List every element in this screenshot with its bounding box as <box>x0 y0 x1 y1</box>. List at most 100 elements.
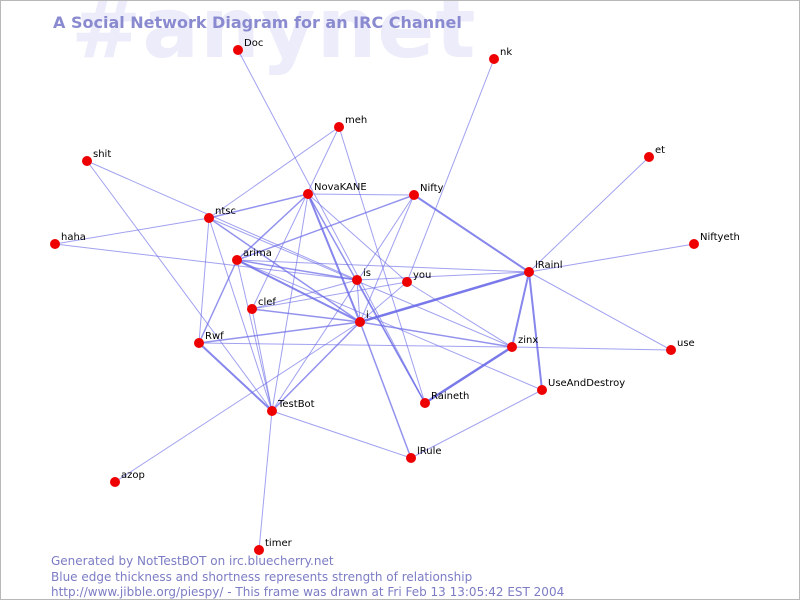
edge-arima-Rwf <box>198 259 238 344</box>
node-dot <box>489 54 499 64</box>
edge-clef-i <box>251 308 361 323</box>
edge-you-i <box>359 281 408 323</box>
edge-haha-ntsc <box>54 217 210 245</box>
node-label: TestBot <box>277 399 315 410</box>
node-dot <box>232 255 242 265</box>
node-dot <box>233 45 243 55</box>
node-dot <box>50 239 60 249</box>
node-label: azop <box>121 470 145 481</box>
node-zinx: zinx <box>507 335 538 352</box>
edge-you-zinx <box>406 281 513 348</box>
node-label: clef <box>258 297 276 308</box>
edge-nk-you <box>406 58 495 283</box>
edge-Nifty-lRainl <box>413 194 530 273</box>
node-shit: shit <box>82 149 111 166</box>
edge-you-clef <box>251 281 408 310</box>
node-label: zinx <box>518 335 538 346</box>
edge-ntsc-Rwf <box>198 217 210 344</box>
node-dot <box>254 545 264 555</box>
node-haha: haha <box>50 232 86 249</box>
edge-et-lRainl <box>528 156 650 273</box>
node-dot <box>204 213 214 223</box>
edge-ntsc-i <box>208 217 361 323</box>
edge-is-Raineth <box>356 279 426 404</box>
node-label: NovaKANE <box>314 182 367 193</box>
edge-lRainl-UseAndDestroy <box>528 271 543 391</box>
node-dot <box>355 317 365 327</box>
edge-meh-clef <box>251 126 340 310</box>
node-label: Rwf <box>205 331 224 342</box>
node-label: arima <box>243 248 272 259</box>
node-label: timer <box>265 538 293 549</box>
node-label: lRainl <box>535 260 563 271</box>
edge-is-i <box>356 279 361 323</box>
node-timer: timer <box>254 538 293 555</box>
edge-meh-Raineth <box>338 126 426 404</box>
channel-watermark: #anynet <box>71 0 477 77</box>
edge-i-zinx <box>359 321 513 348</box>
node-dot <box>507 342 517 352</box>
edge-zinx-Rwf <box>198 342 513 348</box>
node-label: meh <box>345 115 367 126</box>
edge-i-Rwf <box>198 321 361 344</box>
edge-use-zinx <box>511 346 672 351</box>
node-label: is <box>363 268 371 279</box>
node-you: you <box>402 270 431 287</box>
node-label: Nifty <box>420 183 444 194</box>
node-dot <box>409 190 419 200</box>
node-Doc: Doc <box>233 38 263 55</box>
footer-legend-note: Blue edge thickness and shortness repres… <box>51 570 473 584</box>
edge-Nifty-i <box>359 194 415 323</box>
node-dot <box>689 239 699 249</box>
node-clef: clef <box>247 297 276 314</box>
node-meh: meh <box>334 115 367 132</box>
edge-use-lRainl <box>528 271 672 351</box>
node-label: haha <box>61 232 86 243</box>
node-label: lRule <box>417 446 442 457</box>
node-Nifty: Nifty <box>409 183 444 200</box>
edge-shit-TestBot <box>86 160 273 412</box>
node-dot <box>247 304 257 314</box>
edge-NovaKANE-Nifty <box>307 193 415 196</box>
node-label: you <box>413 270 431 281</box>
node-label: Doc <box>244 38 263 49</box>
node-dot <box>537 385 547 395</box>
node-label: UseAndDestroy <box>548 378 625 389</box>
node-Niftyeth: Niftyeth <box>689 232 740 249</box>
edge-is-clef <box>251 279 358 310</box>
node-dot <box>352 275 362 285</box>
node-is: is <box>352 268 371 285</box>
edge-arima-is <box>236 259 358 281</box>
edge-NovaKANE-you <box>307 193 408 283</box>
node-NovaKANE: NovaKANE <box>303 182 367 199</box>
node-dot <box>644 152 654 162</box>
node-Raineth: Raineth <box>420 391 469 408</box>
edge-zinx-Raineth <box>424 345 513 405</box>
node-label: nk <box>500 47 512 58</box>
node-azop: azop <box>110 470 145 487</box>
node-ntsc: ntsc <box>204 206 236 223</box>
edge-ntsc-TestBot <box>208 217 273 412</box>
node-lRule: lRule <box>406 446 442 463</box>
edge-Rwf-TestBot <box>198 342 273 412</box>
node-dot <box>334 122 344 132</box>
edge-Nifty-arima <box>236 194 415 261</box>
edge-Doc-Raineth <box>237 49 426 404</box>
edge-timer-TestBot <box>258 410 273 551</box>
edge-NovaKANE-arima <box>236 193 309 261</box>
edge-i-TestBot <box>271 321 361 412</box>
node-dot <box>267 406 277 416</box>
node-label: Raineth <box>431 391 469 402</box>
footer-generated-by: Generated by NotTestBOT on irc.bluecherr… <box>51 554 334 568</box>
edge-azop-i <box>114 321 361 483</box>
node-TestBot: TestBot <box>267 399 315 416</box>
edge-haha-is <box>54 243 358 281</box>
edge-lRainl-i <box>359 270 530 324</box>
edge-UseAndDestroy-lRule <box>410 389 543 459</box>
node-label: et <box>655 145 665 156</box>
node-label: use <box>677 338 695 349</box>
edge-arima-i <box>236 259 361 323</box>
node-dot <box>303 189 313 199</box>
